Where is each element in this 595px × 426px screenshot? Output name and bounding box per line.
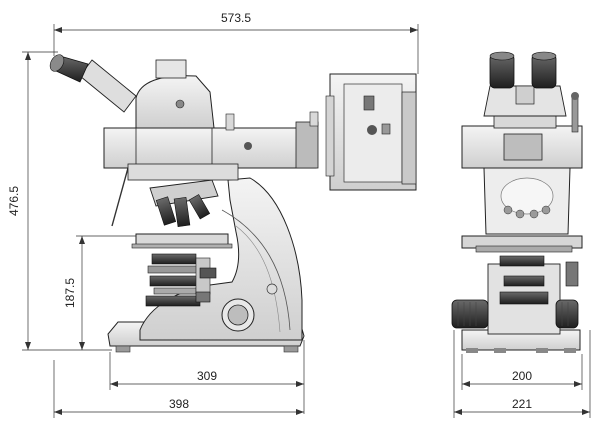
- eyepiece-tube: [79, 59, 137, 113]
- focus-knob-inner: [227, 304, 249, 326]
- front-view: [451, 51, 583, 353]
- dim-front-overall-width: 221: [512, 397, 532, 411]
- dim-front-base-width: 200: [512, 369, 532, 383]
- condenser-gears: [145, 253, 201, 307]
- side-view: [49, 54, 417, 353]
- dim-stage-height: 187.5: [63, 278, 77, 308]
- dim-total-depth: 398: [169, 397, 189, 411]
- dim-overall-height: 476.5: [7, 186, 21, 216]
- dim-overall-width: 573.5: [221, 11, 251, 25]
- front-focus-knob-right: [555, 299, 579, 329]
- dim-base-width: 309: [197, 369, 217, 383]
- dimension-lines: [22, 24, 591, 418]
- objectives: [155, 194, 211, 228]
- side-head: [135, 75, 215, 129]
